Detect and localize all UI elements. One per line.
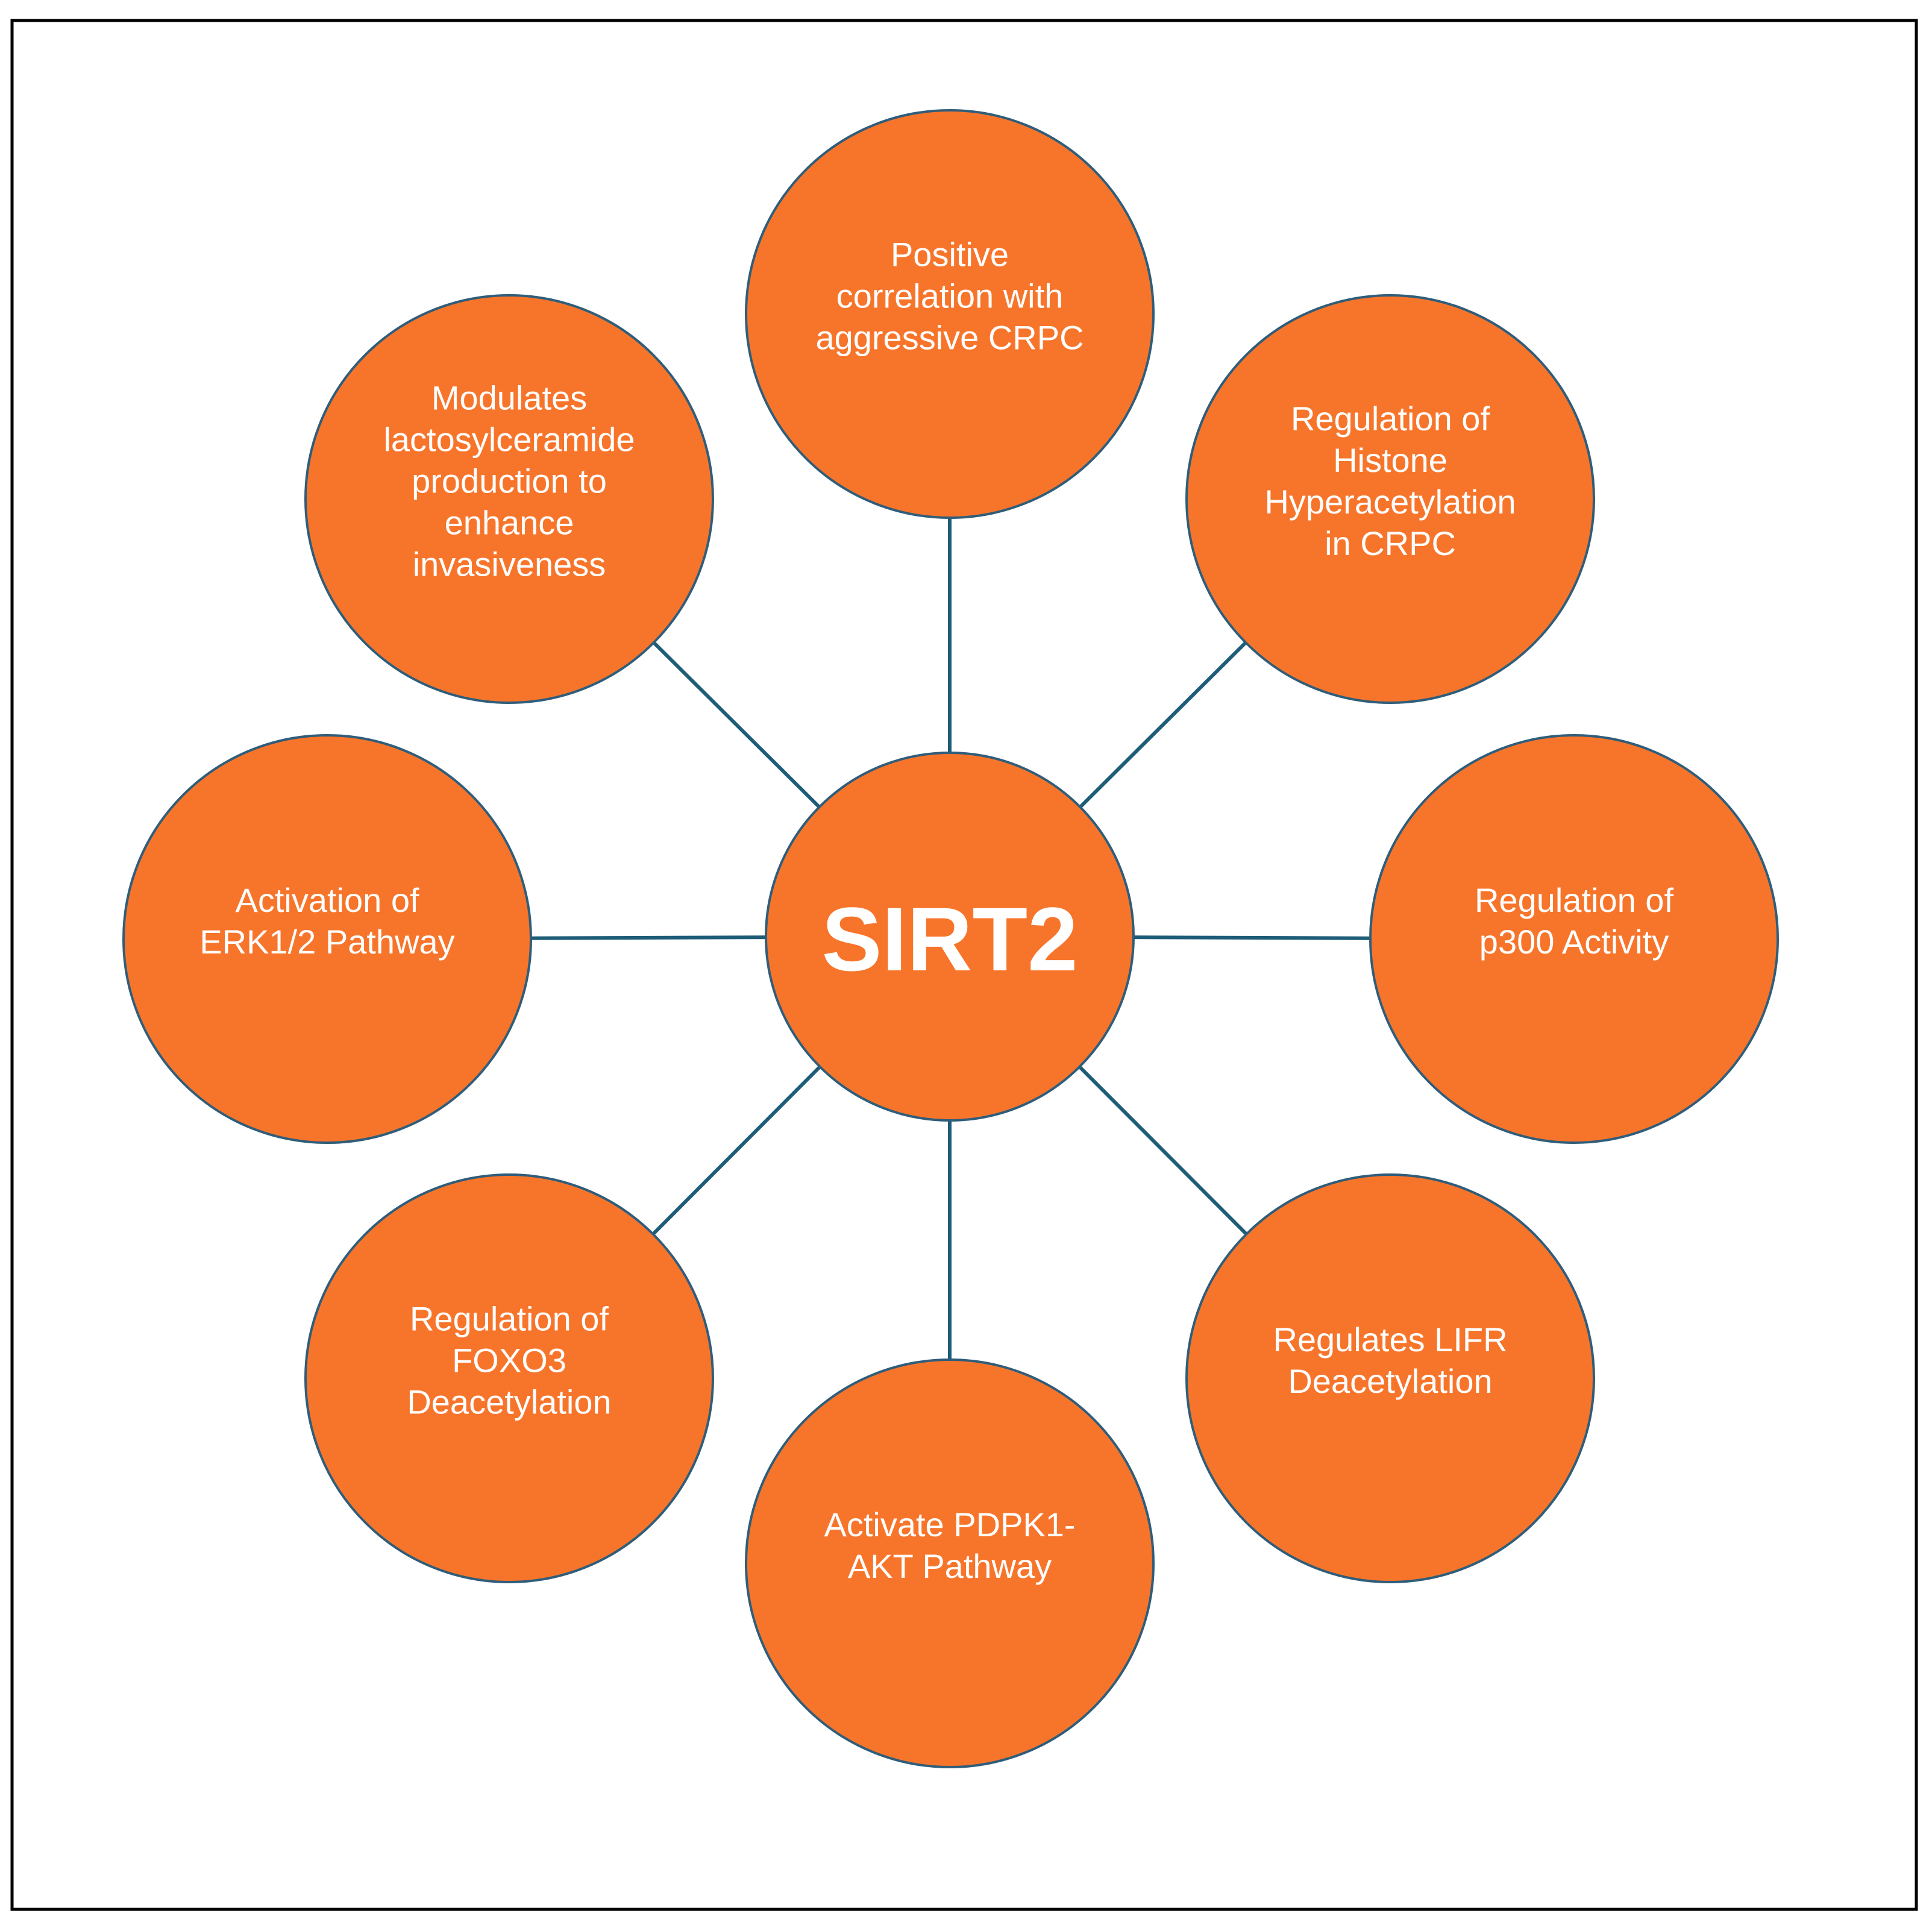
node-label-right: Regulation of p300 Activity xyxy=(1475,881,1673,961)
node-bottom-right: Regulates LIFR Deacetylation xyxy=(1185,1173,1595,1583)
connector-right xyxy=(1133,935,1371,940)
node-label-bottom: Activate PDPK1-AKT Pathway xyxy=(824,1506,1075,1585)
node-label-line: Histone xyxy=(1333,441,1447,479)
node-label-line: ERK1/2 Pathway xyxy=(199,923,454,961)
connector-left xyxy=(530,935,767,940)
node-label-line: Activate PDPK1- xyxy=(824,1506,1075,1544)
node-circle-right xyxy=(1369,734,1779,1144)
connector-top-left xyxy=(652,641,821,809)
node-label-line: Modulates xyxy=(431,379,587,417)
node-label-line: Regulation of xyxy=(1475,881,1673,919)
connector-top-right xyxy=(1079,641,1247,809)
node-label-line: Regulates LIFR xyxy=(1273,1321,1507,1358)
connector-bottom-right xyxy=(1078,1065,1248,1236)
connector-bottom-left xyxy=(651,1065,821,1236)
node-left: Activation of ERK1/2 Pathway xyxy=(122,734,532,1144)
node-label-line: Activation of xyxy=(235,881,419,919)
node-label-bottom-right: Regulates LIFR Deacetylation xyxy=(1273,1321,1507,1400)
node-label-line: aggressive CRPC xyxy=(815,319,1084,357)
node-circle-top-right xyxy=(1185,294,1595,704)
center-node: SIRT2 xyxy=(765,752,1135,1122)
node-label-line: FOXO3 xyxy=(452,1342,566,1380)
node-circle-top-left xyxy=(304,294,714,704)
node-circle-bottom-left xyxy=(304,1173,714,1583)
node-label-line: Hyperacetylation xyxy=(1264,483,1516,521)
node-label-line: Deacetylation xyxy=(1288,1362,1492,1400)
node-circle-bottom xyxy=(745,1358,1155,1768)
node-circle-top xyxy=(745,109,1155,519)
connectors xyxy=(530,518,1371,1360)
node-label-line: lactosylceramide xyxy=(383,421,635,459)
center-label: SIRT2 xyxy=(821,888,1077,990)
node-circle-bottom-right xyxy=(1185,1173,1595,1583)
node-label-line: Regulation of xyxy=(410,1300,609,1338)
node-label-line: Positive xyxy=(891,236,1009,274)
node-label-line: correlation with xyxy=(836,277,1064,315)
node-bottom: Activate PDPK1-AKT Pathway xyxy=(745,1358,1155,1768)
node-label-line: p300 Activity xyxy=(1479,923,1669,961)
node-label-line: invasiveness xyxy=(413,545,606,583)
node-label-line: enhance xyxy=(445,504,574,542)
node-label-line: in CRPC xyxy=(1325,524,1456,562)
node-label-line: Deacetylation xyxy=(407,1383,611,1421)
node-label-line: AKT Pathway xyxy=(848,1547,1052,1585)
node-label-left: Activation of ERK1/2 Pathway xyxy=(199,881,454,961)
node-label-line: production to xyxy=(412,462,607,500)
node-label-line: Regulation of xyxy=(1291,400,1490,438)
node-circle-left xyxy=(122,734,532,1144)
node-right: Regulation of p300 Activity xyxy=(1369,734,1779,1144)
center-circle xyxy=(765,752,1135,1122)
